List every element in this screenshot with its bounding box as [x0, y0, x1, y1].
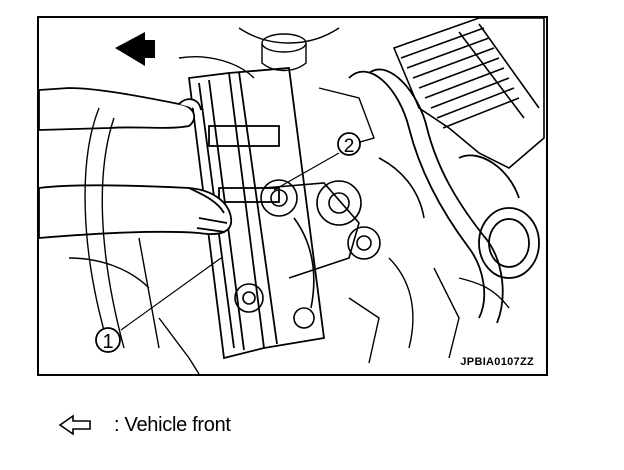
- callout-1: 1: [95, 327, 121, 353]
- engine-illustration: 1 2: [39, 18, 545, 374]
- callout-leaders: [120, 152, 340, 331]
- engine-cover: [392, 18, 545, 169]
- engine-details: [158, 27, 510, 374]
- legend: : Vehicle front: [58, 412, 231, 438]
- belt-pulleys: [234, 157, 425, 329]
- callout-1-label: 1: [102, 331, 113, 353]
- legend-text: : Vehicle front: [114, 413, 231, 436]
- intake-hose: [348, 68, 540, 324]
- illustration-frame: 1 2 JPBIA0107ZZ: [37, 16, 548, 376]
- arrow-left-outline-icon: [58, 414, 91, 436]
- direction-arrow-icon: [115, 32, 155, 66]
- fender-lines: [68, 107, 160, 349]
- callout-2: 2: [337, 132, 361, 157]
- figure-code: JPBIA0107ZZ: [460, 356, 534, 368]
- callout-2-label: 2: [344, 136, 355, 157]
- technician-hands: [39, 87, 232, 239]
